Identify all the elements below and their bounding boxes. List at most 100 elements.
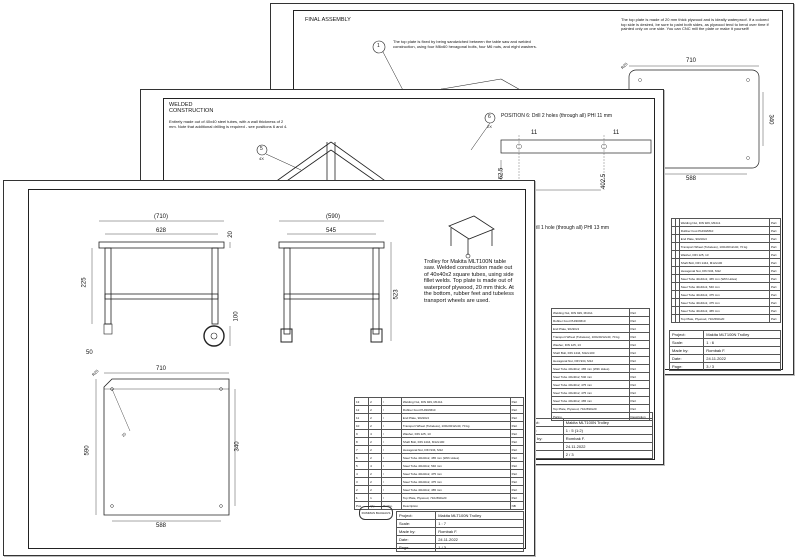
sheet-1-bom-cell: Transport Wheel (Tubeless), 100x30/12x40… bbox=[400, 421, 511, 430]
sheet-3-plywood-note: The top plate is made of 20 mm thick ply… bbox=[621, 17, 769, 32]
sheet-3-bom-cell: Part bbox=[768, 226, 782, 235]
sheet-3-title-block-cell: Made by: bbox=[668, 346, 705, 355]
sheet-1-bom-cell: Steel Tube 40x40x2, 465 mm (With Holes) bbox=[400, 453, 511, 462]
sheet-2-title-block-row: Project:Makita MLT100N Trolley bbox=[523, 418, 654, 427]
sheet-2-bom-cell: Shaft Bolt, DIN 1444, M12x100 bbox=[551, 348, 630, 357]
sheet-3-bom-cell: Part bbox=[768, 250, 782, 259]
sheet-2-title-block-cell: 1 : 5 (1:2) bbox=[562, 426, 654, 435]
sheet-2-title-block-row: Date:24.11.2022 bbox=[523, 442, 654, 451]
sheet-2-bom-cell: End Plate, 90x90x3 bbox=[551, 324, 630, 333]
drawing-sheet-1: (710) 628 20 225 100 50 (590) 545 523 71… bbox=[3, 180, 535, 556]
sheet-3-title-block-row: Scale:1 : 6 bbox=[668, 338, 781, 347]
sheet-3-bom-cell: Steel Tube 40x40x2, 475 mm bbox=[678, 298, 770, 307]
sheet-1-bom-cell: 2 bbox=[368, 453, 383, 462]
sheet-3-bom-cell: Part bbox=[768, 282, 782, 291]
sheet-3-bom-cell: Welding Nut, DIN 929, M10x1 bbox=[678, 218, 770, 227]
sheet-3-bom-cell: Transport Wheel (Tubeless), 100x30/12x40… bbox=[678, 242, 770, 251]
sheet-1-bom-cell: Top Plate, Plywood, 710x590x20 bbox=[400, 493, 511, 502]
sheet-2-bom-cell: Part bbox=[628, 356, 650, 365]
sheet-2-title-block-row: Made by:Rombak F. bbox=[523, 434, 654, 443]
sheet-2-bom-cell: Part bbox=[628, 324, 650, 333]
sheet-1-bom-cell: 2 bbox=[368, 421, 383, 430]
sheet-3-title-block-row: Date:24.11.2022 bbox=[668, 354, 781, 363]
sheet-1-bom-cell: / bbox=[381, 437, 402, 446]
front-view-leg-height: 225 bbox=[81, 277, 88, 288]
sheet-2-callout-6: 6 bbox=[488, 114, 491, 120]
sheet-3-bom-cell: Steel Tube 40x40x2, 465 mm (With Holes) bbox=[678, 274, 770, 283]
sheet-2-bom-cell: Part bbox=[628, 372, 650, 381]
sheet-1-bom-cell: Washer, DIN 125, 13 bbox=[400, 429, 511, 438]
sheet-1-bom-cell: 10 bbox=[353, 421, 370, 430]
sheet-1-bom-cell: Steel Tube 40x40x2, 475 mm bbox=[400, 469, 511, 478]
sheet-1-bom-cell: / bbox=[381, 421, 402, 430]
sheet-2-bom-cell: Top Plate, Plywood, 710x590x20 bbox=[551, 404, 630, 413]
sheet-1-bom-cell: 4 bbox=[368, 429, 383, 438]
sheet-1-bom-cell: 13 bbox=[353, 397, 370, 406]
sheet-1-title-block-cell: Made by: bbox=[395, 527, 437, 536]
sheet-1-bom-cell: Welding Nut, DIN 929, M10x1 bbox=[400, 397, 511, 406]
company-logo-text: RUMMAS BAUHAUS bbox=[361, 510, 391, 515]
sheet-1-bom-cell: Part bbox=[509, 469, 525, 478]
sheet-1-title-block-cell: Project: bbox=[395, 511, 437, 520]
sheet-2-bom-cell: Transport Wheel (Tubeless), 100x30/12x40… bbox=[551, 332, 630, 341]
sheet-1-bom-cell: End Plate, 90x90x3 bbox=[400, 413, 511, 422]
sheet-3-bom-cell: Steel Tube 40x40x2, 475 mm bbox=[678, 290, 770, 299]
sheet-2-dim-right: 402.5 bbox=[601, 173, 608, 189]
top-view-inner-depth: 340 bbox=[234, 441, 241, 452]
sheet-1-bom-cell: / bbox=[381, 445, 402, 454]
sheet-1-bom-cell: Part bbox=[509, 445, 525, 454]
sheet-1-bom-cell: 2 bbox=[368, 397, 383, 406]
front-view-overall-width: (710) bbox=[154, 214, 169, 220]
sheet-2-bom-cell: Washer, DIN 125, 13 bbox=[551, 340, 630, 349]
sheet-3-callout-1: 1 bbox=[377, 43, 380, 49]
sheet-1-bom-cell: / bbox=[381, 429, 402, 438]
sheet-1-bom-cell: Part bbox=[509, 477, 525, 486]
sheet-1-bom-cell: 8 bbox=[353, 437, 370, 446]
sheet-3-bom-cell: Steel Tube 40x40x2, 540 mm bbox=[678, 282, 770, 291]
sheet-2-dim-left: 62.5 bbox=[498, 167, 505, 180]
sheet-3-title-block-cell: 24.11.2022 bbox=[703, 354, 781, 363]
sheet-3-title-block-row: Page:3 / 3 bbox=[668, 362, 781, 371]
sheet-1-frame bbox=[28, 189, 526, 549]
sheet-3-bom-row: Transport Wheel (Tubeless), 100x30/12x40… bbox=[671, 242, 782, 251]
sheet-2-callout-6-qty: 2X bbox=[487, 124, 492, 129]
sheet-1-bom-cell: Part bbox=[509, 453, 525, 462]
sheet-1-title-block-cell: Scale: bbox=[395, 519, 437, 528]
sheet-3-bom-cell: Rubber Foot PHI30/M10 bbox=[678, 226, 770, 235]
sheet-3-title-block-cell: Makita MLT100N Trolley bbox=[703, 330, 781, 339]
sheet-3-bom-cell: End Plate, 90x90x3 bbox=[678, 234, 770, 243]
sheet-2-callout-5-qty: 4X bbox=[259, 156, 264, 161]
sheet-3-title-block-row: Made by:Rombak F. bbox=[668, 346, 781, 355]
sheet-2-title-block-cell: Makita MLT100N Trolley bbox=[562, 418, 654, 427]
sheet-1-bom-cell: Shaft Bolt, DIN 1444, M12x100 bbox=[400, 437, 511, 446]
sheet-1-title-block-cell: Date: bbox=[395, 535, 437, 544]
sheet-1-bom-cell: Steel Tube 40x40x2, 465 mm bbox=[400, 485, 511, 494]
sheet-1-bom-header-cell: Description bbox=[400, 501, 511, 510]
sheet-3-bom-cell: Steel Tube 40x40x2, 465 mm bbox=[678, 306, 770, 315]
sheet-1-bom-cell: / bbox=[381, 493, 402, 502]
sheet-2-bom-cell: Steel Tube 40x40x2, 465 mm (With Holes) bbox=[551, 364, 630, 373]
sheet-1-bom-cell: Part bbox=[509, 461, 525, 470]
front-view-wheel-diameter: 100 bbox=[233, 311, 240, 322]
sheet-3-fixing-note: The top plate is fixed by being sandwich… bbox=[393, 39, 537, 49]
sheet-1-bom-cell: Part bbox=[509, 397, 525, 406]
sheet-2-dim-hole-2: 11 bbox=[613, 130, 620, 136]
sheet-3-title-block-cell: Project: bbox=[668, 330, 705, 339]
